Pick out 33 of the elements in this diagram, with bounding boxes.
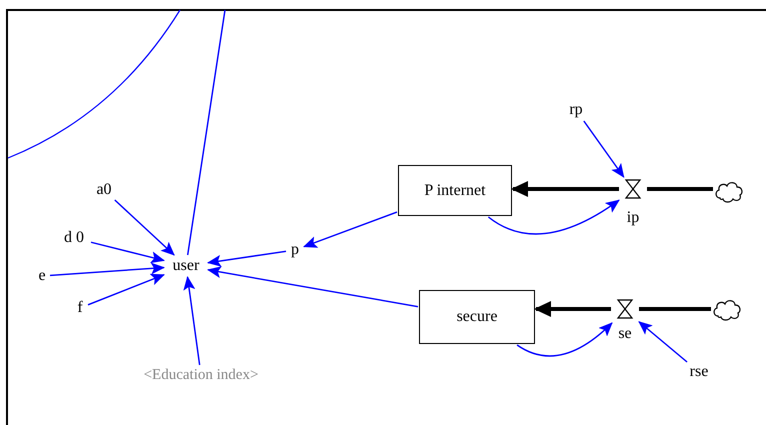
arrow <box>183 276 200 366</box>
arrow <box>583 120 624 178</box>
arrow <box>50 262 165 276</box>
arrow <box>638 321 688 363</box>
variable-label: d 0 <box>58 229 90 247</box>
variable-label: p <box>287 240 303 260</box>
variable-label: user <box>165 256 207 276</box>
stock-box <box>419 290 535 344</box>
arrow <box>207 250 286 267</box>
arrow <box>488 200 620 235</box>
cloud-icon <box>712 298 742 322</box>
variable-label: rse <box>682 363 716 381</box>
cloud-icon <box>714 180 744 204</box>
rate-label: ip <box>626 210 640 226</box>
variable-label: f <box>73 299 87 317</box>
flow-pipe <box>639 307 711 311</box>
arrow <box>516 322 613 357</box>
arrow <box>303 211 398 248</box>
flow-pipe <box>534 301 611 317</box>
flow-pipe <box>647 187 713 191</box>
stock-label: <Education index> <box>144 368 258 382</box>
rate-label: se <box>618 326 632 342</box>
variable-label: rp <box>562 100 590 120</box>
arrow <box>114 199 175 256</box>
arrow <box>90 242 165 264</box>
stock-label: secure <box>456 309 498 325</box>
stock-box <box>398 165 512 216</box>
variable-label: a0 <box>90 181 118 199</box>
stock-label: P internet <box>424 182 486 198</box>
flow-pipe <box>511 181 619 197</box>
arrow <box>207 266 418 308</box>
arrow <box>88 274 165 306</box>
variable-label: e <box>35 267 49 285</box>
